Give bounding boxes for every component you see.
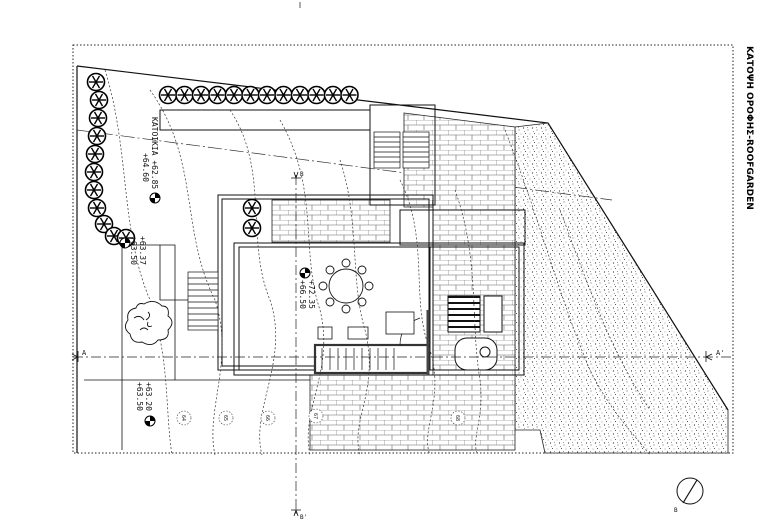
north-arrow-label: B xyxy=(674,507,678,514)
shrub xyxy=(257,85,277,105)
shrub xyxy=(89,90,109,110)
hot-tub xyxy=(454,337,498,371)
hedge-row xyxy=(84,72,359,248)
section-line-b: B B' xyxy=(291,171,307,521)
sun-lounger xyxy=(447,295,503,333)
level-text: ΚΑΤΟΙΚΙΑ +62.85 xyxy=(150,117,159,189)
contour-label: 64 xyxy=(180,415,186,421)
plot-boundary xyxy=(72,44,734,454)
stairs-top xyxy=(373,131,430,169)
shrub xyxy=(290,85,310,105)
stairs-left xyxy=(187,271,219,331)
shrub xyxy=(175,85,194,105)
shrub xyxy=(323,85,343,105)
gravel-area xyxy=(514,122,729,454)
section-mark-a: A xyxy=(82,349,87,357)
axis-line-diagonal xyxy=(76,129,613,201)
level-text: +72.35 xyxy=(307,280,316,309)
site-walls xyxy=(84,244,310,450)
paving-middle xyxy=(271,199,391,243)
shrub xyxy=(88,108,108,128)
level-text: +63.37 xyxy=(138,236,147,265)
kitchen-units xyxy=(317,311,415,340)
shrub xyxy=(242,218,262,238)
paving-lower xyxy=(309,374,516,451)
shrub xyxy=(84,162,104,182)
level-annotation-lower: +63.20 +63.50 xyxy=(135,382,153,411)
shrub xyxy=(224,85,244,105)
shrub xyxy=(84,180,104,200)
level-text: +63.50 xyxy=(129,236,138,265)
shrub xyxy=(274,85,293,105)
property-line xyxy=(76,65,729,453)
level-text: +66.50 xyxy=(298,280,307,309)
contour-label: 67 xyxy=(312,413,318,419)
level-annotation-upper: ΚΑΤΟΙΚΙΑ +62.85 +64.60 xyxy=(141,117,159,189)
shrub xyxy=(87,126,107,146)
shrub xyxy=(158,85,178,105)
shrub xyxy=(87,198,107,218)
contour-label: 68 xyxy=(454,415,460,421)
drawing-title: ΚΑΤΟΨΗ ΟΡΟΦΗΣ-ROOFGARDEN xyxy=(744,46,754,210)
section-line-a: A A' xyxy=(71,349,733,362)
shrub xyxy=(340,85,359,105)
contour-label: 66 xyxy=(264,415,270,421)
shrub xyxy=(307,85,326,105)
level-text: +63.50 xyxy=(135,382,144,411)
level-text: +64.60 xyxy=(141,153,150,182)
section-mark-b: B xyxy=(300,171,304,178)
tree xyxy=(125,301,173,345)
section-mark-b-prime: B' xyxy=(300,514,307,521)
shrub xyxy=(241,85,260,105)
round-table xyxy=(318,258,374,314)
north-arrow: B xyxy=(674,477,704,514)
level-text: +63.20 xyxy=(144,382,153,411)
shrub xyxy=(208,85,227,105)
shrub xyxy=(242,198,262,218)
shrub xyxy=(94,214,114,234)
contour-labels: 64 65 66 67 68 xyxy=(176,408,466,426)
level-annotation-terrace: +72.35 +66.50 xyxy=(298,280,316,309)
level-markers xyxy=(119,192,311,427)
level-annotation-mid: +63.37 +63.50 xyxy=(129,236,147,265)
contour-label: 65 xyxy=(222,415,228,421)
shrub xyxy=(85,144,105,164)
shrub xyxy=(86,72,106,92)
shrub xyxy=(191,85,211,105)
section-mark-a-prime: A' xyxy=(716,349,724,357)
